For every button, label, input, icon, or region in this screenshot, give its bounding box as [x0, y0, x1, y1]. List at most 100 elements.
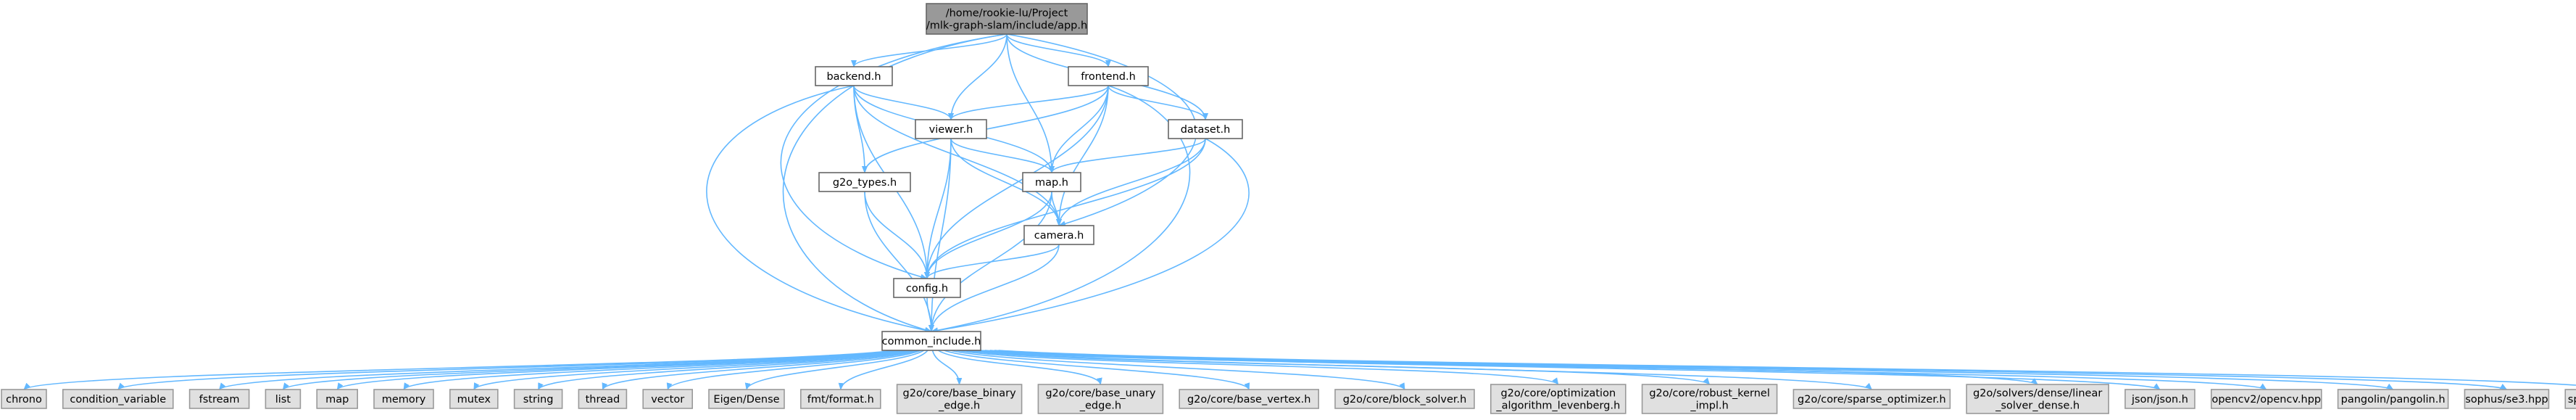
node-chrono[interactable]: chrono — [1, 389, 47, 409]
node-label: g2o_types.h — [833, 177, 897, 189]
edge-common-include-to-g2o-base-unary-edge — [937, 350, 1102, 385]
node-label: vector — [651, 394, 684, 405]
edge-backend-to-camera — [853, 85, 1062, 226]
edge-common-include-to-chrono — [23, 350, 896, 390]
node-sophus-se3[interactable]: sophus/se3.hpp — [2464, 389, 2550, 409]
node-dataset[interactable]: dataset.h — [1168, 119, 1243, 139]
node-box — [2464, 389, 2550, 409]
node-config[interactable]: config.h — [893, 278, 961, 298]
node-thread[interactable]: thread — [578, 389, 628, 409]
node-app[interactable]: /home/rookie-lu/Project/mlk-graph-slam/i… — [926, 3, 1088, 35]
node-box — [1068, 66, 1149, 86]
node-label: _solver_dense.h — [1995, 400, 2080, 412]
node-box — [188, 389, 250, 409]
node-camera[interactable]: camera.h — [1023, 225, 1094, 245]
node-label: thread — [586, 394, 620, 405]
edge-frontend-to-camera — [1056, 85, 1109, 226]
edge-common-include-to-memory — [403, 350, 911, 390]
node-label: map — [325, 394, 349, 405]
node-label: g2o/core/base_vertex.h — [1187, 394, 1311, 405]
edge-common-include-to-vector — [666, 350, 921, 390]
node-fstream[interactable]: fstream — [188, 389, 250, 409]
node-g2o-optimization-algorithm-levenberg[interactable]: g2o/core/optimization_algorithm_levenber… — [1490, 384, 1626, 414]
edge-dataset-to-camera — [1056, 138, 1206, 226]
node-pangolin[interactable]: pangolin/pangolin.h — [2337, 389, 2449, 409]
node-box — [1179, 389, 1319, 409]
edge-backend-to-viewer — [853, 85, 954, 120]
node-g2o-base-unary-edge[interactable]: g2o/core/base_unary_edge.h — [1037, 384, 1164, 414]
node-box — [1490, 384, 1626, 414]
node-fmt-format[interactable]: fmt/format.h — [800, 389, 881, 409]
node-frontend[interactable]: frontend.h — [1068, 66, 1149, 86]
node-viewer[interactable]: viewer.h — [915, 119, 987, 139]
node-label: dataset.h — [1181, 124, 1231, 136]
node-label: g2o/solvers/dense/linear — [1973, 388, 2102, 400]
edge-frontend-to-common-include — [931, 85, 1191, 334]
node-label: g2o/core/robust_kernel — [1649, 388, 1770, 400]
node-box — [373, 389, 434, 409]
node-box — [1334, 389, 1475, 409]
node-box — [926, 3, 1088, 35]
node-label: condition_variable — [70, 394, 166, 405]
edge-common-include-to-g2o-base-vertex — [944, 350, 1250, 390]
edge-common-include-to-fmt-format — [838, 350, 928, 390]
node-backend[interactable]: backend.h — [815, 66, 893, 86]
node-box — [316, 389, 359, 409]
node-spdlog[interactable]: spdlog/spdlog.h — [2564, 389, 2576, 409]
node-common-include[interactable]: common_include.h — [881, 331, 981, 351]
edges — [23, 33, 2576, 390]
node-vector[interactable]: vector — [642, 389, 694, 409]
node-label: chrono — [6, 394, 42, 405]
node-box — [915, 119, 987, 139]
edge-backend-to-g2o-types — [853, 85, 868, 173]
node-box — [1792, 389, 1951, 409]
node-box — [2124, 389, 2195, 409]
edge-common-include-to-condition-variable — [117, 350, 899, 390]
edge-frontend-to-dataset — [1108, 85, 1208, 120]
node-box — [708, 389, 785, 409]
node-list[interactable]: list — [265, 389, 302, 409]
node-box — [896, 384, 1023, 414]
node-box — [1022, 172, 1081, 192]
node-memory[interactable]: memory — [373, 389, 434, 409]
node-label: mutex — [457, 394, 491, 405]
node-g2o-linear-solver-dense[interactable]: g2o/solvers/dense/linear_solver_dense.h — [1966, 384, 2109, 414]
node-mutex[interactable]: mutex — [449, 389, 499, 409]
node-g2o-robust-kernel-impl[interactable]: g2o/core/robust_kernel_impl.h — [1641, 384, 1778, 414]
node-label: _edge.h — [938, 400, 980, 412]
node-label: viewer.h — [929, 124, 973, 136]
edge-app-to-viewer — [948, 33, 1007, 120]
node-string[interactable]: string — [513, 389, 563, 409]
node-label: g2o/core/base_unary — [1045, 388, 1156, 400]
edge-common-include-to-fstream — [218, 350, 903, 390]
node-box — [265, 389, 302, 409]
node-label: common_include.h — [882, 336, 981, 347]
node-label: list — [275, 394, 291, 405]
node-map[interactable]: map.h — [1022, 172, 1081, 192]
node-g2o-sparse-optimizer[interactable]: g2o/core/sparse_optimizer.h — [1792, 389, 1951, 409]
node-json[interactable]: json/json.h — [2124, 389, 2195, 409]
node-g2o-base-vertex[interactable]: g2o/core/base_vertex.h — [1179, 389, 1319, 409]
node-g2o-block-solver[interactable]: g2o/core/block_solver.h — [1334, 389, 1475, 409]
node-box — [800, 389, 881, 409]
edge-common-include-to-eigen-dense — [744, 350, 925, 390]
node-opencv[interactable]: opencv2/opencv.hpp — [2211, 389, 2322, 409]
edge-common-include-to-thread — [602, 350, 919, 390]
edge-common-include-to-spdlog — [998, 350, 2576, 386]
node-box — [578, 389, 628, 409]
node-box — [2564, 389, 2576, 409]
edge-app-to-map — [1006, 33, 1055, 173]
node-g2o-types[interactable]: g2o_types.h — [818, 172, 911, 192]
node-g2o-base-binary-edge[interactable]: g2o/core/base_binary_edge.h — [896, 384, 1023, 414]
node-condition-variable[interactable]: condition_variable — [62, 389, 174, 409]
node-map-std[interactable]: map — [316, 389, 359, 409]
node-label: Eigen/Dense — [713, 394, 779, 405]
node-label: _edge.h — [1079, 400, 1121, 412]
node-box — [2337, 389, 2449, 409]
node-label: g2o/core/optimization — [1500, 388, 1616, 400]
node-label: frontend.h — [1081, 71, 1136, 83]
edge-common-include-to-g2o-base-binary-edge — [931, 350, 963, 385]
edge-app-to-backend — [851, 33, 1007, 67]
node-eigen-dense[interactable]: Eigen/Dense — [708, 389, 785, 409]
